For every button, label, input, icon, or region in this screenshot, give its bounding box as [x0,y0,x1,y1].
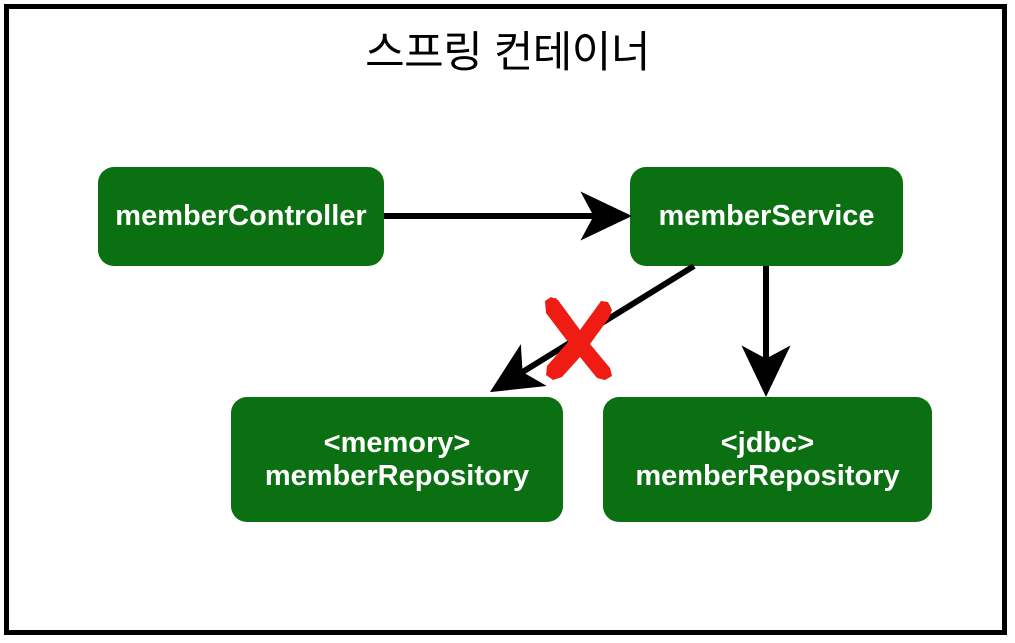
node-label-line2: memberRepository [635,459,900,492]
diagram-frame [4,4,1007,635]
node-jdbc-member-repository[interactable]: <jdbc> memberRepository [603,397,932,522]
node-memory-member-repository[interactable]: <memory> memberRepository [231,397,563,522]
node-label-line1: memberService [658,200,875,233]
page-title: 스프링 컨테이너 [365,29,650,77]
node-label-line2: memberRepository [264,459,530,492]
node-label-line1: <memory> [323,427,471,460]
node-member-controller[interactable]: memberController [98,167,384,266]
node-label-line1: <jdbc> [720,427,815,460]
node-member-service[interactable]: memberService [630,167,903,266]
node-label-line1: memberController [115,200,367,233]
